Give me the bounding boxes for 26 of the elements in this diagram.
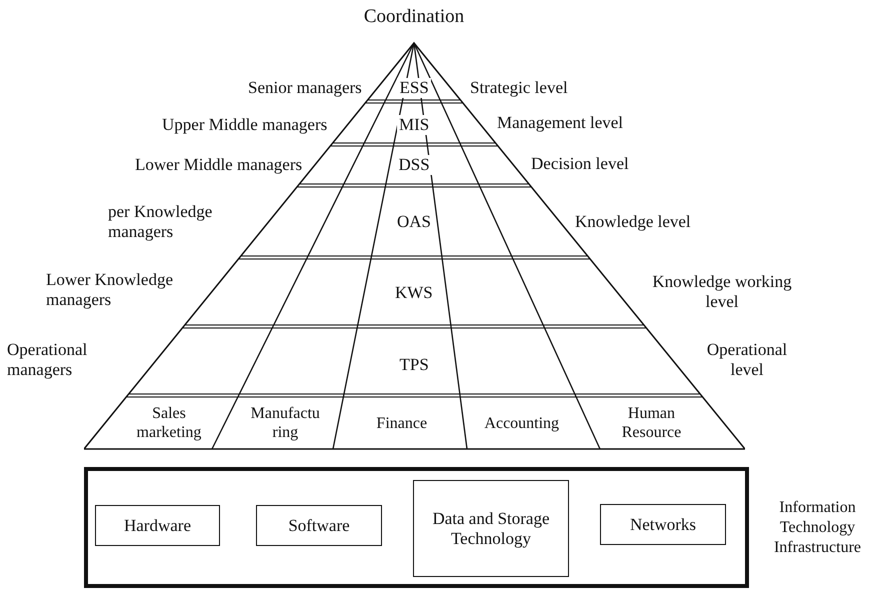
infrastructure-heading: Information Technology Infrastructure (772, 498, 862, 558)
level-label: Strategic level (470, 78, 568, 98)
segment-label: Human Resource (620, 404, 682, 442)
segment-label: Accounting (484, 414, 560, 432)
level-label: Decision level (531, 154, 629, 174)
band-label: ESS (397, 78, 431, 98)
manager-label: per Knowledge managers (108, 202, 214, 242)
level-label: Management level (497, 113, 624, 133)
manager-label: Lower Middle managers (135, 155, 302, 175)
level-label: Knowledge level (575, 212, 691, 232)
level-label: Knowledge working level (652, 272, 792, 312)
component-box: Hardware (95, 505, 220, 546)
segment-label: Sales marketing (136, 404, 202, 442)
manager-label: Lower Knowledge managers (46, 270, 174, 310)
manager-label: Upper Middle managers (162, 115, 328, 135)
band-label: MIS (396, 115, 432, 135)
pyramid-title: Coordination (364, 7, 464, 27)
component-box: Networks (600, 504, 726, 545)
manager-label: Operational managers (7, 340, 88, 380)
segment-label: Finance (376, 414, 428, 432)
band-label: DSS (396, 155, 432, 175)
component-box: Software (256, 505, 382, 546)
manager-label: Senior managers (248, 78, 362, 98)
level-label: Operational level (706, 340, 788, 380)
component-box: Data and Storage Technology (413, 480, 569, 577)
segment-label: Manufactu ring (250, 404, 321, 442)
